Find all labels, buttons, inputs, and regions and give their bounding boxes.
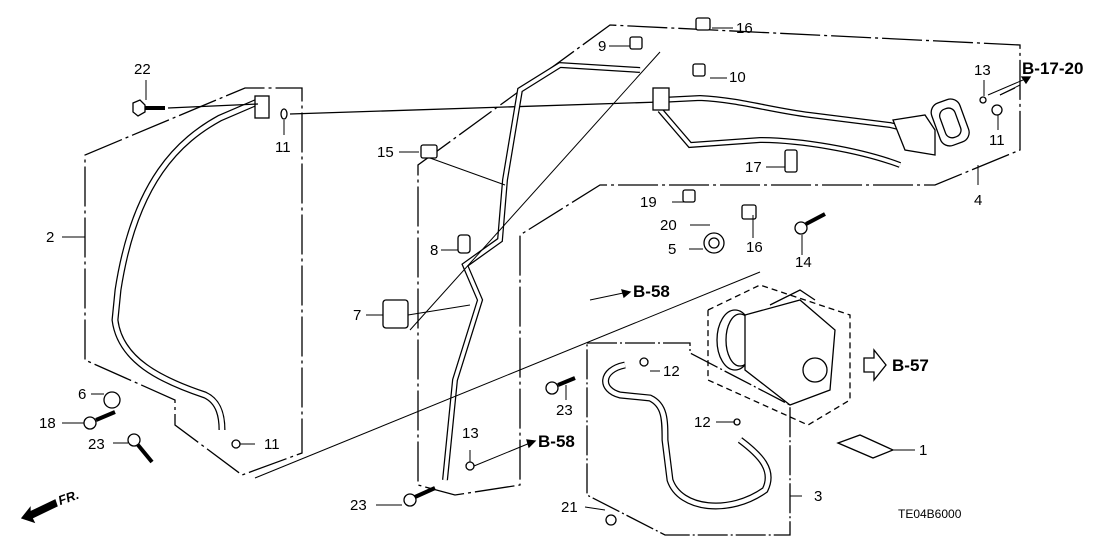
front-arrow-icon [20, 499, 58, 524]
part-label-16: 16 [736, 20, 753, 37]
part-label-21: 21 [561, 499, 578, 516]
leader-lines [62, 27, 1021, 511]
part-label-3: 3 [814, 488, 823, 505]
hose-2 [111, 96, 264, 431]
part-label-13: 13 [462, 425, 479, 442]
part-label-12: 12 [694, 414, 711, 431]
part-label-16: 16 [746, 239, 763, 256]
reference-link-b-58[interactable]: B-58 [633, 282, 670, 301]
part-label-5: 5 [668, 241, 677, 258]
part-label-10: 10 [729, 69, 746, 86]
part-label-8: 8 [430, 242, 439, 259]
part-label-1: 1 [919, 442, 928, 459]
part-1-label-sheet [836, 434, 895, 459]
part-label-23: 23 [88, 436, 105, 453]
part-label-18: 18 [39, 415, 56, 432]
pipe-center [442, 61, 641, 481]
part-label-11: 11 [264, 436, 280, 453]
group-outline-pipe-center [417, 24, 1021, 496]
part-label-23: 23 [350, 497, 367, 514]
part-label-15: 15 [377, 144, 394, 161]
part-label-6: 6 [78, 386, 87, 403]
group-outline-hose-2 [84, 87, 303, 476]
reference-arrow-b57 [863, 348, 887, 382]
reference-link-b-58[interactable]: B-58 [538, 432, 575, 451]
part-label-19: 19 [640, 194, 657, 211]
reference-link-b-17-20[interactable]: B-17-20 [1022, 59, 1084, 78]
compressor [716, 289, 836, 406]
small-parts [83, 17, 1003, 526]
part-label-11: 11 [275, 139, 291, 156]
part-label-22: 22 [134, 61, 151, 78]
reference-link-b-57[interactable]: B-57 [892, 356, 929, 375]
group-outline-hose-3 [586, 342, 791, 536]
part-label-12: 12 [663, 363, 680, 380]
part-label-7: 7 [353, 307, 362, 324]
part-label-2: 2 [46, 229, 55, 246]
part-label-13: 13 [974, 62, 991, 79]
diagram-code: TE04B6000 [898, 507, 962, 521]
part-label-11: 11 [989, 132, 1005, 149]
part-label-20: 20 [660, 217, 677, 234]
part-label-14: 14 [795, 254, 812, 271]
part-label-23: 23 [556, 402, 573, 419]
hose-3 [602, 361, 772, 510]
part-label-9: 9 [598, 38, 607, 55]
part-label-4: 4 [974, 192, 983, 209]
part-label-17: 17 [745, 159, 762, 176]
